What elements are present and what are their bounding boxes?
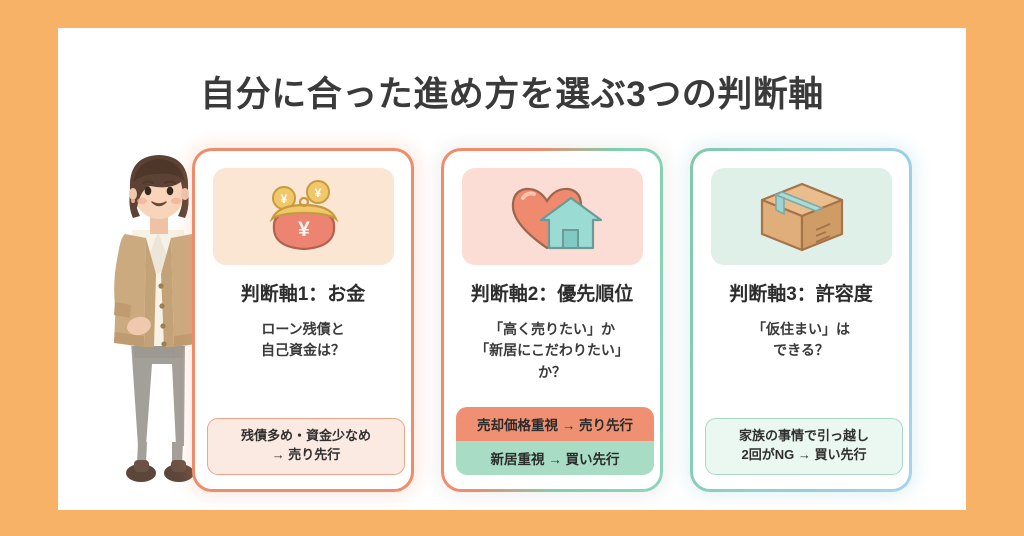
tag-buy-first: 家族の事情で引っ越し 2回がNG → 買い先行: [705, 418, 903, 475]
tag-line: 家族の事情で引っ越し: [738, 428, 869, 444]
card-tag-area: 残債多め・資金少なめ → 売り先行: [207, 418, 405, 475]
card-tag-area: 家族の事情で引っ越し 2回がNG → 買い先行: [705, 418, 903, 475]
card-description-line: 「高く売りたい」か: [489, 321, 615, 337]
svg-text:¥: ¥: [298, 218, 310, 241]
heart-house-icon: [511, 187, 602, 249]
svg-text:¥: ¥: [314, 186, 321, 200]
tag-line: 2回がNG → 買い先行: [741, 447, 867, 463]
tag-line: → 売り先行: [271, 447, 341, 463]
cardboard-box-icon: [760, 182, 843, 251]
card-description: 「高く売りたい」か 「新居にこだわりたい」 か？: [444, 319, 660, 383]
icon-panel-priority: [462, 168, 643, 265]
card-judgement-axis-2[interactable]: 判断軸2：優先順位 「高く売りたい」か 「新居にこだわりたい」 か？ 売却価格重…: [441, 148, 663, 492]
tag-sell-first: 残債多め・資金少なめ → 売り先行: [207, 418, 405, 475]
card-judgement-axis-3[interactable]: 判断軸3：許容度 「仮住まい」は できる？ 家族の事情で引っ越し 2回がNG →…: [690, 148, 912, 492]
card-title: 判断軸2：優先順位: [470, 284, 634, 305]
coin-purse-icon: ¥ ¥ ¥: [268, 179, 339, 250]
content-canvas: 自分に合った進め方を選ぶ3つの判断軸: [58, 28, 966, 510]
icon-panel-money: ¥ ¥ ¥: [213, 168, 394, 265]
card-description-line: できる？: [773, 342, 829, 359]
card-description-line: 「新居にこだわりたい」: [475, 342, 629, 359]
card-description-line: ローン残債と: [261, 321, 345, 337]
card-description-line: 「仮住まい」は: [752, 321, 850, 337]
card-title: 判断軸3：許容度: [729, 284, 873, 305]
tag-line: 残債多め・資金少なめ: [240, 428, 371, 444]
card-description-line: 自己資金は？: [261, 342, 345, 359]
card-description: 「仮住まい」は できる？: [693, 319, 909, 362]
card-description-line: か？: [538, 363, 566, 380]
icon-panel-tolerance: [711, 168, 892, 265]
card-tag-area: 売却価格重視 → 売り先行 新居重視 → 買い先行: [456, 407, 654, 475]
card-judgement-axis-1[interactable]: ¥ ¥ ¥ 判断軸1：お金 ローン残債と: [192, 148, 414, 492]
card-description: ローン残債と 自己資金は？: [195, 319, 411, 362]
tag-sell-first: 売却価格重視 → 売り先行: [456, 407, 654, 441]
card-title: 判断軸1：お金: [240, 284, 366, 305]
judgement-axis-card-row: ¥ ¥ ¥ 判断軸1：お金 ローン残債と: [192, 148, 952, 496]
tag-buy-first: 新居重視 → 買い先行: [456, 441, 654, 475]
page-title: 自分に合った進め方を選ぶ3つの判断軸: [200, 75, 824, 114]
svg-text:¥: ¥: [280, 192, 287, 206]
